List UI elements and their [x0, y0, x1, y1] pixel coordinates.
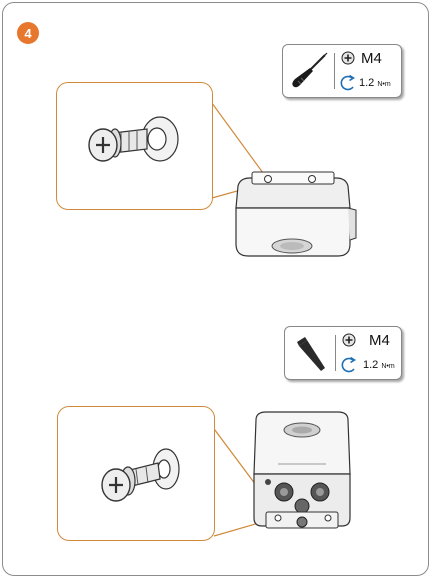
- screw-washer-illustration: [100, 437, 190, 517]
- device-illustration-bottom: [244, 410, 360, 546]
- callout-screw-detail-bottom: [57, 406, 215, 541]
